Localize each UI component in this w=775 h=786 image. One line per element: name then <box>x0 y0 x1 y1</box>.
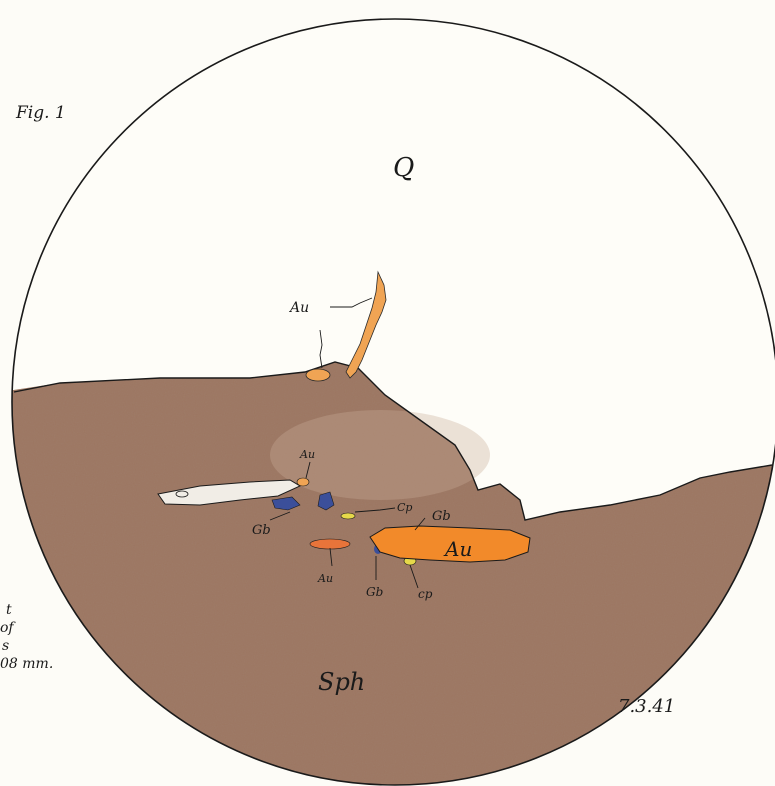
gold-grain-small <box>306 369 330 381</box>
gold-grain-au <box>297 478 309 486</box>
margin-note-line-1: t <box>6 602 12 618</box>
margin-note-line-4: 08 mm. <box>0 656 53 672</box>
figure-label: Fig. 1 <box>15 103 66 123</box>
date-label: 7.3.41 <box>618 696 675 717</box>
margin-note-line-2: of <box>0 620 16 636</box>
label-cp-center: Cp <box>397 501 412 514</box>
margin-note: t of s 08 mm. <box>0 602 53 672</box>
region-label-quartz: Q <box>393 153 414 183</box>
margin-note-line-3: s <box>2 638 9 654</box>
label-gb-center: Gb <box>432 509 451 524</box>
label-au-small: Au <box>299 448 315 461</box>
label-au-top: Au <box>288 300 309 316</box>
chalcopyrite-grain-center <box>341 513 355 519</box>
label-gb-left: Gb <box>252 523 271 538</box>
label-au-large: Au <box>443 537 472 561</box>
label-gb-right: Gb <box>366 585 383 599</box>
region-label-sphalerite: Sph <box>318 668 365 696</box>
label-cp-right: cp <box>418 587 433 601</box>
label-au-lower: Au <box>317 572 333 585</box>
gold-grain-lower-left <box>310 539 350 549</box>
